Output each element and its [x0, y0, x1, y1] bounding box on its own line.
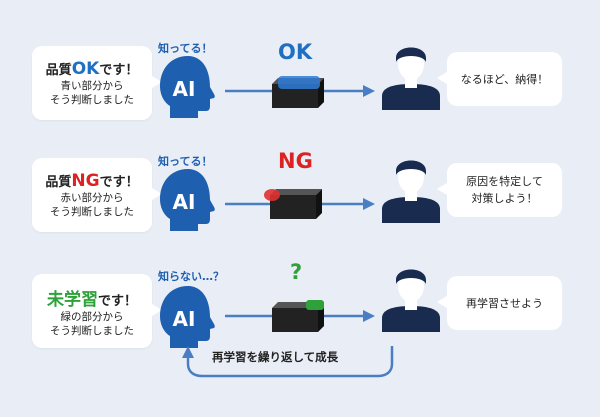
reply-line: 対策しよう！	[471, 192, 538, 205]
person-reply-bubble: 原因を特定して 対策しよう！	[437, 163, 562, 217]
loop-label: 再学習を繰り返して成長	[212, 350, 339, 364]
ai-head-icon: AI	[160, 169, 215, 231]
person-reply-bubble: 再学習させよう	[437, 276, 562, 330]
person-icon	[382, 47, 440, 110]
ai-head-icon: AI	[160, 286, 215, 348]
unlearned-tag: 未学習	[46, 289, 98, 310]
ai-speech-bubble: 品質NGです！ 赤い部分から そう判断しました	[32, 158, 162, 232]
ai-label: AI	[173, 307, 196, 331]
ai-label: AI	[173, 190, 196, 214]
speech-line: そう判断しました	[50, 206, 134, 218]
reply-line: 再学習させよう	[466, 296, 543, 310]
verdict-unknown: ?	[290, 260, 303, 284]
row-ok: 品質OKです！ 青い部分から そう判断しました 知ってる！ AI OK なるほど…	[0, 10, 600, 120]
speech-text: です！	[97, 293, 137, 309]
product-box-icon	[272, 76, 324, 108]
ai-caption: 知らない…？	[158, 270, 224, 283]
loop-back-arrow	[182, 346, 394, 378]
ai-caption: 知ってる！	[158, 155, 213, 168]
verdict-ng: NG	[278, 149, 313, 173]
ai-head-icon: AI	[160, 56, 215, 118]
ai-speech-bubble: 未学習です！ 緑の部分から そう判断しました	[32, 274, 162, 348]
person-icon	[382, 269, 440, 332]
person-icon	[382, 160, 440, 223]
speech-text: です！	[99, 63, 139, 78]
speech-line: そう判断しました	[50, 94, 134, 106]
ng-tag: NG	[71, 171, 100, 191]
ai-speech-bubble: 品質OKです！ 青い部分から そう判断しました	[32, 46, 162, 120]
person-reply-bubble: なるほど、納得！	[437, 52, 562, 106]
row-ng: 品質NGです！ 赤い部分から そう判断しました 知ってる！ AI NG 原因を特…	[0, 133, 600, 243]
speech-line: 青い部分から	[60, 80, 124, 92]
reply-line: 原因を特定して	[466, 175, 543, 188]
product-box-icon	[264, 189, 322, 219]
speech-line: 緑の部分から	[60, 310, 124, 323]
speech-text: 品質	[45, 175, 72, 190]
row-unlearned: 未学習です！ 緑の部分から そう判断しました 知らない…？ AI ? 再学習させ…	[0, 248, 600, 358]
reply-line: なるほど、納得！	[460, 72, 549, 86]
speech-text: です！	[99, 175, 139, 190]
verdict-ok: OK	[278, 40, 313, 64]
speech-line: 赤い部分から	[60, 192, 124, 204]
speech-line: そう判断しました	[50, 324, 134, 337]
speech-text: 品質	[45, 63, 72, 78]
ai-label: AI	[173, 77, 196, 101]
product-box-icon	[272, 300, 324, 332]
ok-tag: OK	[71, 59, 100, 79]
ai-caption: 知ってる！	[158, 42, 213, 55]
